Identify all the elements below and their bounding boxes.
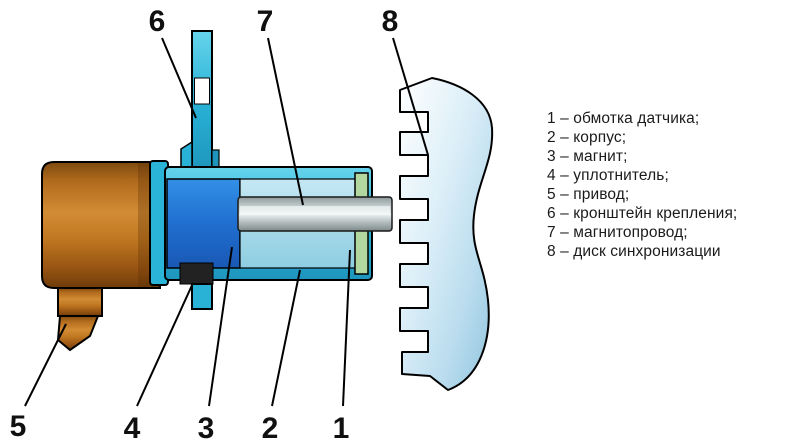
leader-1 [342,249,351,407]
leader-5 [24,323,67,407]
magnetic-core [237,196,393,232]
legend-item-6: 6 – кронштейн крепления; [547,205,738,222]
leader-lines [24,37,429,407]
callout-8: 8 [382,5,399,38]
sync-disk-shape [399,77,494,391]
seal-dark [179,262,214,285]
leader-3 [208,246,233,407]
legend: 1 – обмотка датчика; 2 – корпус; 3 – маг… [547,109,737,261]
leader-2 [271,269,301,407]
leader-8 [392,37,429,156]
leader-6 [161,37,197,119]
bracket-lower-tab [191,283,213,310]
bracket-hole [194,77,210,105]
magnet-block [166,178,241,269]
leader-7 [267,37,304,206]
legend-item-1: 1 – обмотка датчика; [547,110,700,127]
bracket-upper [180,30,220,174]
legend-item-7: 7 – магнитопровод; [547,224,688,241]
callout-6: 6 [149,5,166,38]
callout-3: 3 [198,412,215,445]
seal-and-bracket-lower [179,262,214,310]
leader-4 [136,282,194,407]
legend-item-4: 4 – уплотнитель; [547,167,669,184]
drive-connector [41,161,161,352]
callout-7: 7 [257,5,274,38]
drive-tab [56,315,100,352]
callout-1: 1 [333,412,350,445]
callout-2: 2 [262,412,279,445]
bracket-flange [180,140,193,169]
legend-item-2: 2 – корпус; [547,129,627,146]
callout-5: 5 [10,410,27,443]
legend-item-8: 8 – диск синхронизации [547,243,721,260]
legend-item-5: 5 – привод; [547,186,630,203]
legend-item-3: 3 – магнит; [547,148,628,165]
callout-4: 4 [124,412,141,445]
